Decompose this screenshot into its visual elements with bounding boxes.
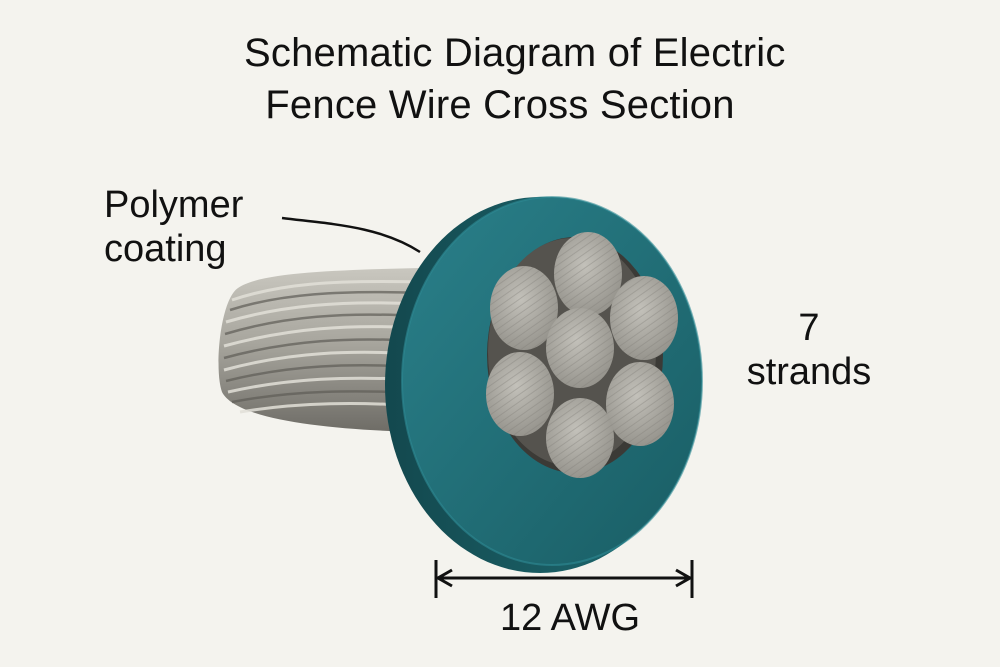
polymer-coating-label-line-2: coating <box>104 228 227 270</box>
strand-top <box>554 232 622 316</box>
strand-lower-left <box>486 352 554 436</box>
coating-leader-line <box>281 216 421 254</box>
strand-upper-left <box>490 266 558 350</box>
strand-upper-right <box>610 276 678 360</box>
strand-group <box>486 232 678 478</box>
strands-count: 7 <box>798 307 820 349</box>
gauge-dimension-line <box>434 560 694 598</box>
diagram-title-line-2: Fence Wire Cross Section <box>265 83 735 127</box>
strand-bottom <box>546 398 614 478</box>
gauge-label: 12 AWG <box>499 597 641 639</box>
strand-center <box>546 308 614 388</box>
diagram-title-line-1: Schematic Diagram of Electric <box>244 31 786 75</box>
polymer-coating-label: Polymer coating <box>104 183 243 271</box>
polymer-coating-label-line-1: Polymer <box>104 184 244 226</box>
strands-label: 7 strands <box>734 306 884 394</box>
strand-lower-right <box>606 362 674 446</box>
strands-word: strands <box>746 351 872 393</box>
